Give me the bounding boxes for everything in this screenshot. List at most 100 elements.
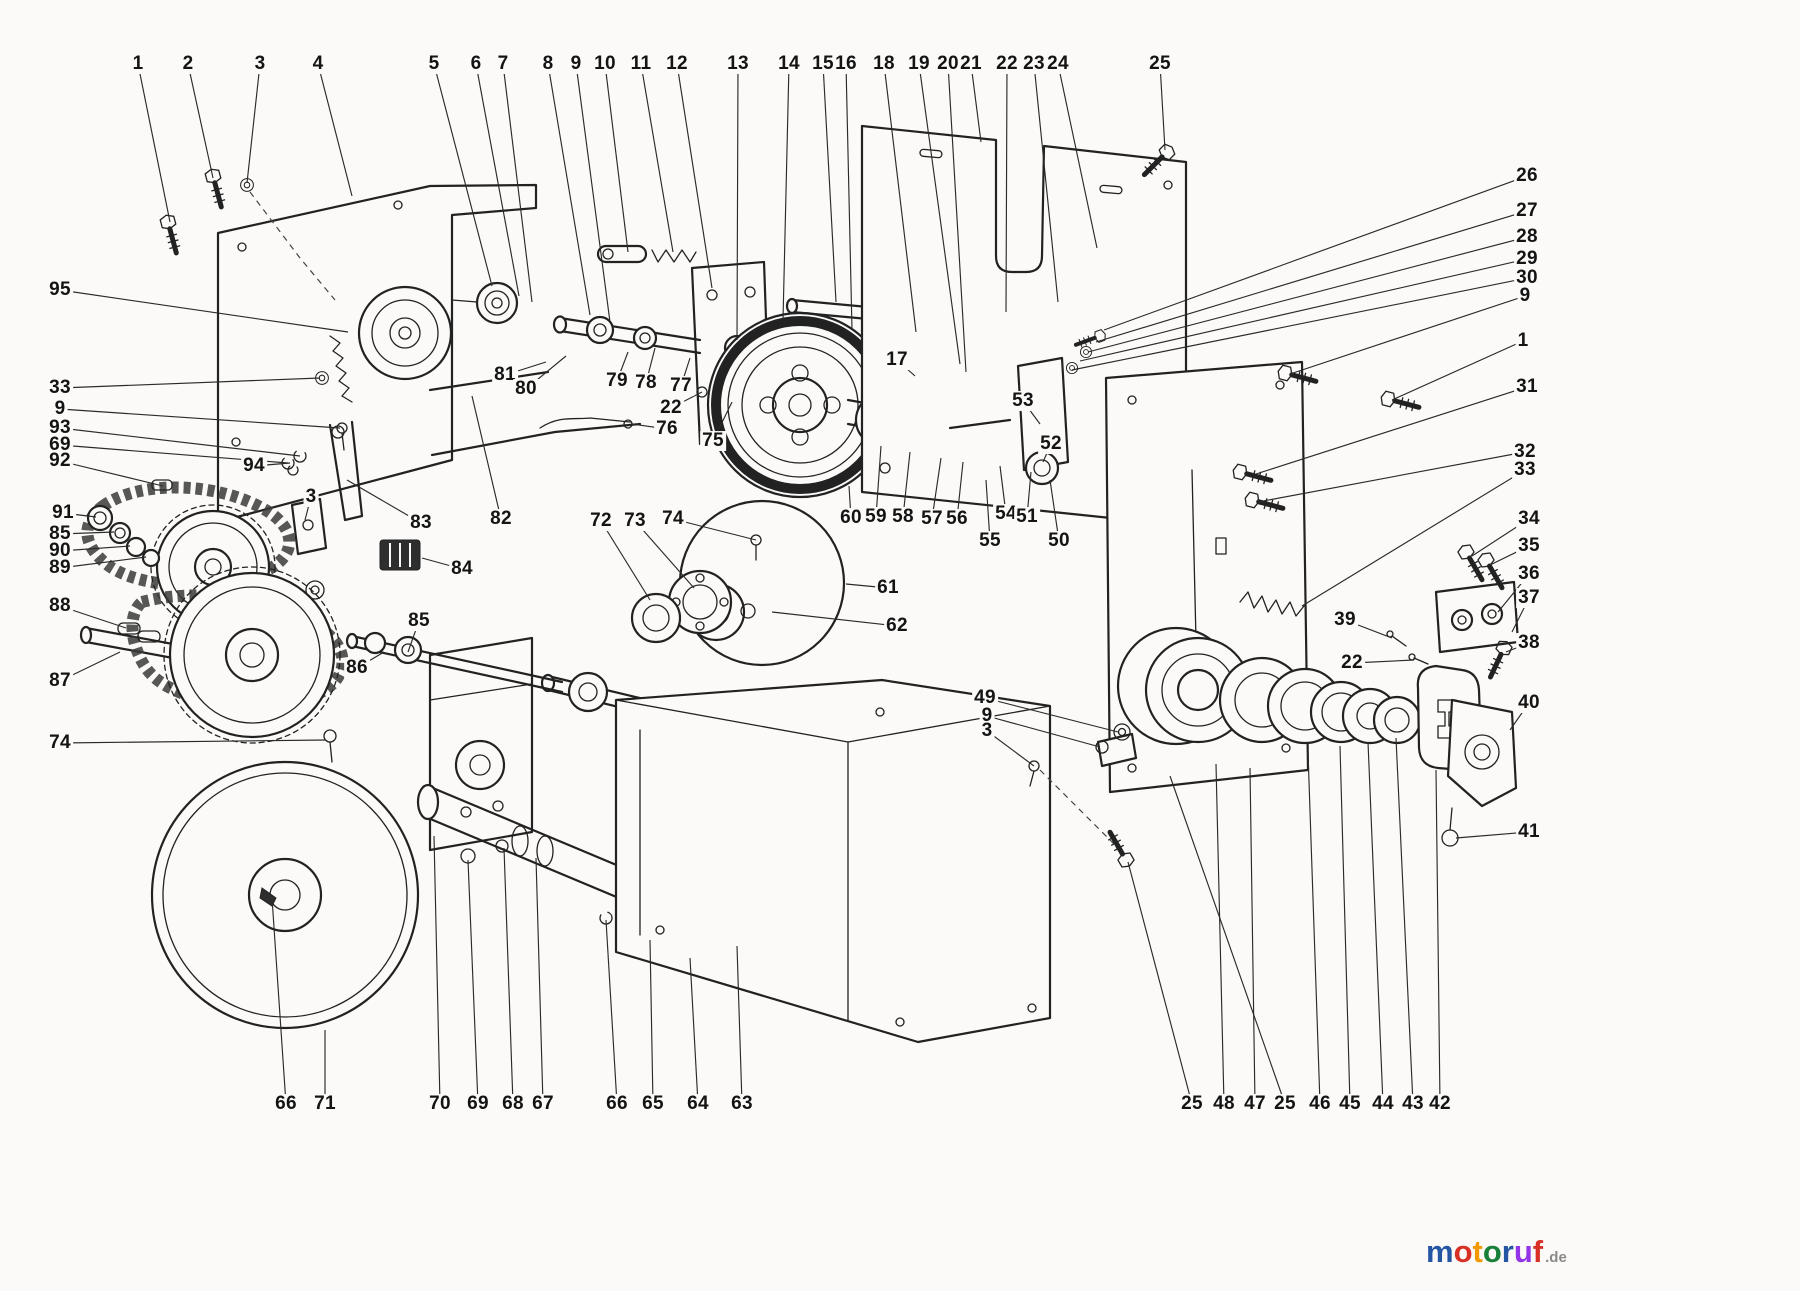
- wheel-clutch: [1416, 664, 1483, 772]
- callout-56: 56: [944, 508, 970, 530]
- callout-61: 61: [875, 577, 901, 599]
- callout-79: 79: [604, 370, 630, 392]
- callout-3: 3: [252, 53, 268, 75]
- leader-line: [1301, 469, 1526, 607]
- callout-92: 92: [47, 450, 73, 472]
- leader-line: [918, 63, 961, 365]
- callout-22: 22: [994, 53, 1020, 75]
- callout-41: 41: [1516, 821, 1542, 843]
- wheel: [150, 760, 420, 1030]
- leader-line: [59, 408, 341, 429]
- callout-16: 16: [833, 53, 859, 75]
- leader-line: [1095, 210, 1528, 343]
- leader-line: [503, 847, 514, 1105]
- leader-line: [676, 63, 713, 289]
- callout-25: 25: [1147, 53, 1173, 75]
- callout-35: 35: [1516, 535, 1542, 557]
- axle-hub-flange: [1116, 626, 1252, 746]
- leader-line: [502, 63, 533, 303]
- leader-line: [605, 919, 618, 1105]
- small-bracket: [290, 497, 328, 556]
- callout-64: 64: [685, 1093, 711, 1115]
- bolt-31: [1231, 463, 1272, 487]
- callout-23: 23: [1021, 53, 1047, 75]
- callout-14: 14: [776, 53, 802, 75]
- callout-89: 89: [47, 557, 73, 579]
- bolt-38: [1484, 639, 1513, 680]
- leader-line: [1249, 767, 1256, 1105]
- callout-90: 90: [47, 540, 73, 562]
- axle-shaft: [79, 625, 245, 673]
- callout-72: 72: [588, 510, 614, 532]
- leader-line: [59, 377, 321, 389]
- callout-80: 80: [513, 378, 539, 400]
- callout-1: 1: [130, 53, 146, 75]
- callout-36: 36: [1516, 563, 1542, 585]
- watermark-letter: t: [1472, 1234, 1483, 1269]
- leader-line: [59, 556, 147, 569]
- callout-6: 6: [468, 53, 484, 75]
- callout-32: 32: [1512, 441, 1538, 463]
- callout-21: 21: [958, 53, 984, 75]
- gearbox-housing: [428, 636, 534, 852]
- drive-disc: [678, 499, 846, 667]
- callout-60: 60: [838, 507, 864, 529]
- bolt-32: [1243, 491, 1284, 515]
- bracket-bolt: [1441, 807, 1459, 847]
- washer-22-mid: [696, 386, 708, 398]
- watermark-letter: o: [1482, 1234, 1502, 1269]
- callout-28: 28: [1514, 226, 1540, 248]
- spacer-sleeve: [630, 592, 682, 644]
- leader-line: [600, 520, 651, 601]
- callout-94: 94: [241, 455, 267, 477]
- leader-line: [1257, 451, 1526, 503]
- callout-57: 57: [919, 508, 945, 530]
- callout-69: 69: [465, 1093, 491, 1115]
- leader-line: [1169, 775, 1286, 1105]
- shoulder-bolt-74: [323, 729, 337, 763]
- callout-58: 58: [890, 506, 916, 528]
- carriage-bolt-9: [1276, 364, 1317, 388]
- callout-31: 31: [1514, 376, 1540, 398]
- callout-43: 43: [1400, 1093, 1426, 1115]
- callout-75: 75: [700, 430, 726, 452]
- callout-29: 29: [1514, 248, 1540, 270]
- leader-line: [947, 63, 967, 373]
- leader-line: [271, 897, 287, 1105]
- chain-links-small-parts: [86, 479, 173, 643]
- cross-shaft: [785, 297, 1125, 345]
- leader-line: [604, 63, 629, 253]
- upper-pulley: [357, 285, 453, 381]
- callout-66: 66: [273, 1093, 299, 1115]
- chain-sprocket-cluster: [81, 481, 349, 744]
- leader-line: [1103, 175, 1528, 331]
- leader-line: [246, 63, 261, 184]
- right-frame-plate: [860, 124, 1188, 522]
- leader-line: [970, 63, 982, 143]
- leader-line: [59, 739, 327, 744]
- leader-line: [736, 945, 743, 1105]
- leader-line: [1005, 63, 1008, 313]
- leader-line: [640, 63, 674, 253]
- latch-lever: [596, 244, 697, 264]
- watermark-domain-suffix: .de: [1545, 1249, 1567, 1266]
- callout-62: 62: [884, 615, 910, 637]
- callout-12: 12: [664, 53, 690, 75]
- cotter-pins: [1386, 630, 1429, 665]
- leader-line: [1071, 277, 1528, 371]
- callout-37: 37: [1516, 587, 1542, 609]
- tension-spring: [329, 335, 353, 403]
- lift-spring: [1239, 591, 1305, 617]
- callout-4: 4: [310, 53, 326, 75]
- callout-69: 69: [47, 434, 73, 456]
- bearing-flange: [667, 569, 733, 635]
- leader-line: [1057, 63, 1098, 249]
- callout-49: 49: [972, 687, 998, 709]
- callout-2: 2: [180, 53, 196, 75]
- callout-1: 1: [1515, 330, 1531, 352]
- callout-15: 15: [810, 53, 836, 75]
- support-bracket: [1028, 723, 1138, 856]
- watermark-letter: m: [1426, 1234, 1454, 1269]
- motoruf-logo[interactable]: motoruf .de: [1426, 1236, 1567, 1267]
- carriage-bolt-1: [1379, 390, 1420, 414]
